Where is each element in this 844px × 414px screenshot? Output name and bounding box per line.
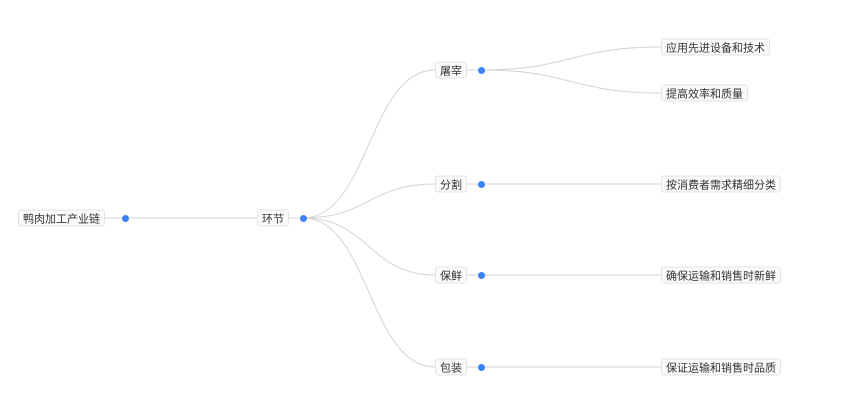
mindmap-node-label[interactable]: 保证运输和销售时品质 [661, 358, 781, 376]
collapse-toggle-dot[interactable] [477, 363, 485, 371]
collapse-toggle-dot[interactable] [477, 66, 485, 74]
mindmap-node-label[interactable]: 确保运输和销售时新鲜 [661, 266, 781, 284]
mindmap-node-label[interactable]: 按消费者需求精细分类 [661, 175, 781, 193]
mindmap-edge [480, 46, 662, 71]
collapse-toggle-dot[interactable] [477, 180, 485, 188]
mindmap-edge [302, 217, 436, 368]
mindmap-edge [302, 183, 436, 219]
mindmap-edge [302, 217, 436, 276]
mindmap-node-label[interactable]: 环节 [257, 209, 289, 227]
mindmap-node-label[interactable]: 屠宰 [435, 61, 467, 79]
mindmap-node-label[interactable]: 应用先进设备和技术 [661, 38, 770, 56]
mindmap-edge [302, 69, 436, 219]
mindmap-node-label[interactable]: 保鲜 [435, 266, 467, 284]
collapse-toggle-dot[interactable] [477, 271, 485, 279]
mindmap-node-label[interactable]: 分割 [435, 175, 467, 193]
mindmap-node-label[interactable]: 提高效率和质量 [661, 84, 748, 102]
mindmap-node-label[interactable]: 鸭肉加工产业链 [18, 209, 105, 227]
collapse-toggle-dot[interactable] [121, 214, 129, 222]
mindmap-node-label[interactable]: 包装 [435, 358, 467, 376]
collapse-toggle-dot[interactable] [299, 214, 307, 222]
mindmap-edge [480, 69, 662, 94]
